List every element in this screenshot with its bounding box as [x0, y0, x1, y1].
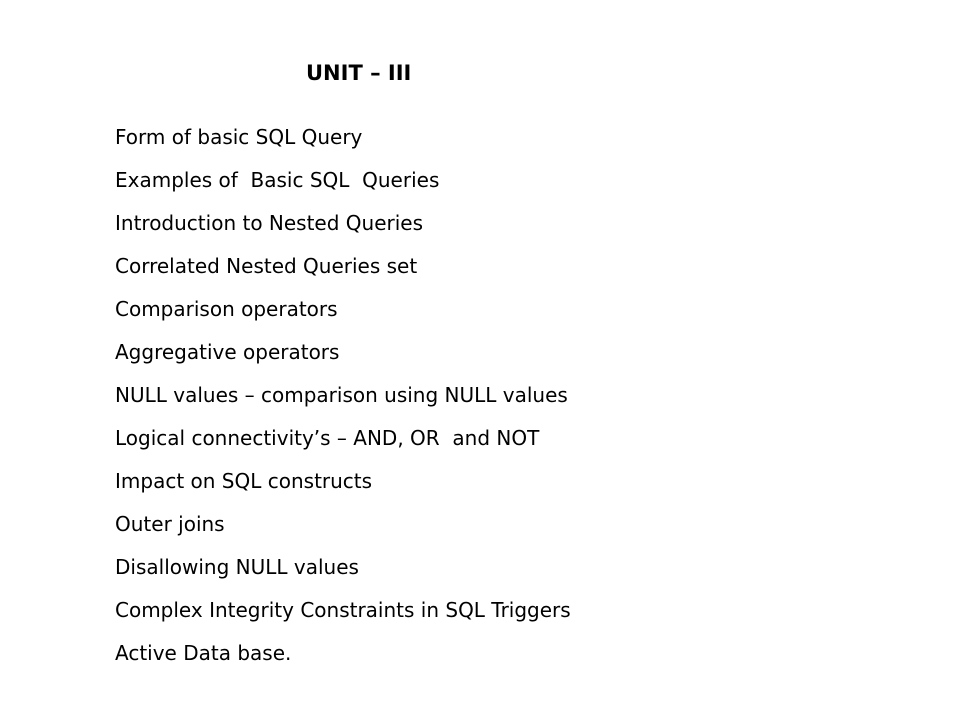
topic-item: Impact on SQL constructs	[115, 469, 373, 493]
topic-item: Form of basic SQL Query	[115, 125, 363, 149]
topic-item: Correlated Nested Queries set	[115, 254, 418, 278]
topic-item: Aggregative operators	[115, 340, 340, 364]
topic-item: Disallowing NULL values	[115, 555, 359, 579]
topic-item: Outer joins	[115, 512, 225, 536]
topic-list: Form of basic SQL Query Examples of Basi…	[115, 122, 571, 681]
topic-item: Active Data base.	[115, 641, 292, 665]
slide-title: UNIT – III	[306, 61, 412, 85]
topic-item: Examples of Basic SQL Queries	[115, 168, 440, 192]
topic-item: NULL values – comparison using NULL valu…	[115, 383, 568, 407]
topic-item: Complex Integrity Constraints in SQL Tri…	[115, 598, 571, 622]
topic-item: Logical connectivity’s – AND, OR and NOT	[115, 426, 540, 450]
topic-item: Introduction to Nested Queries	[115, 211, 424, 235]
topic-item: Comparison operators	[115, 297, 338, 321]
